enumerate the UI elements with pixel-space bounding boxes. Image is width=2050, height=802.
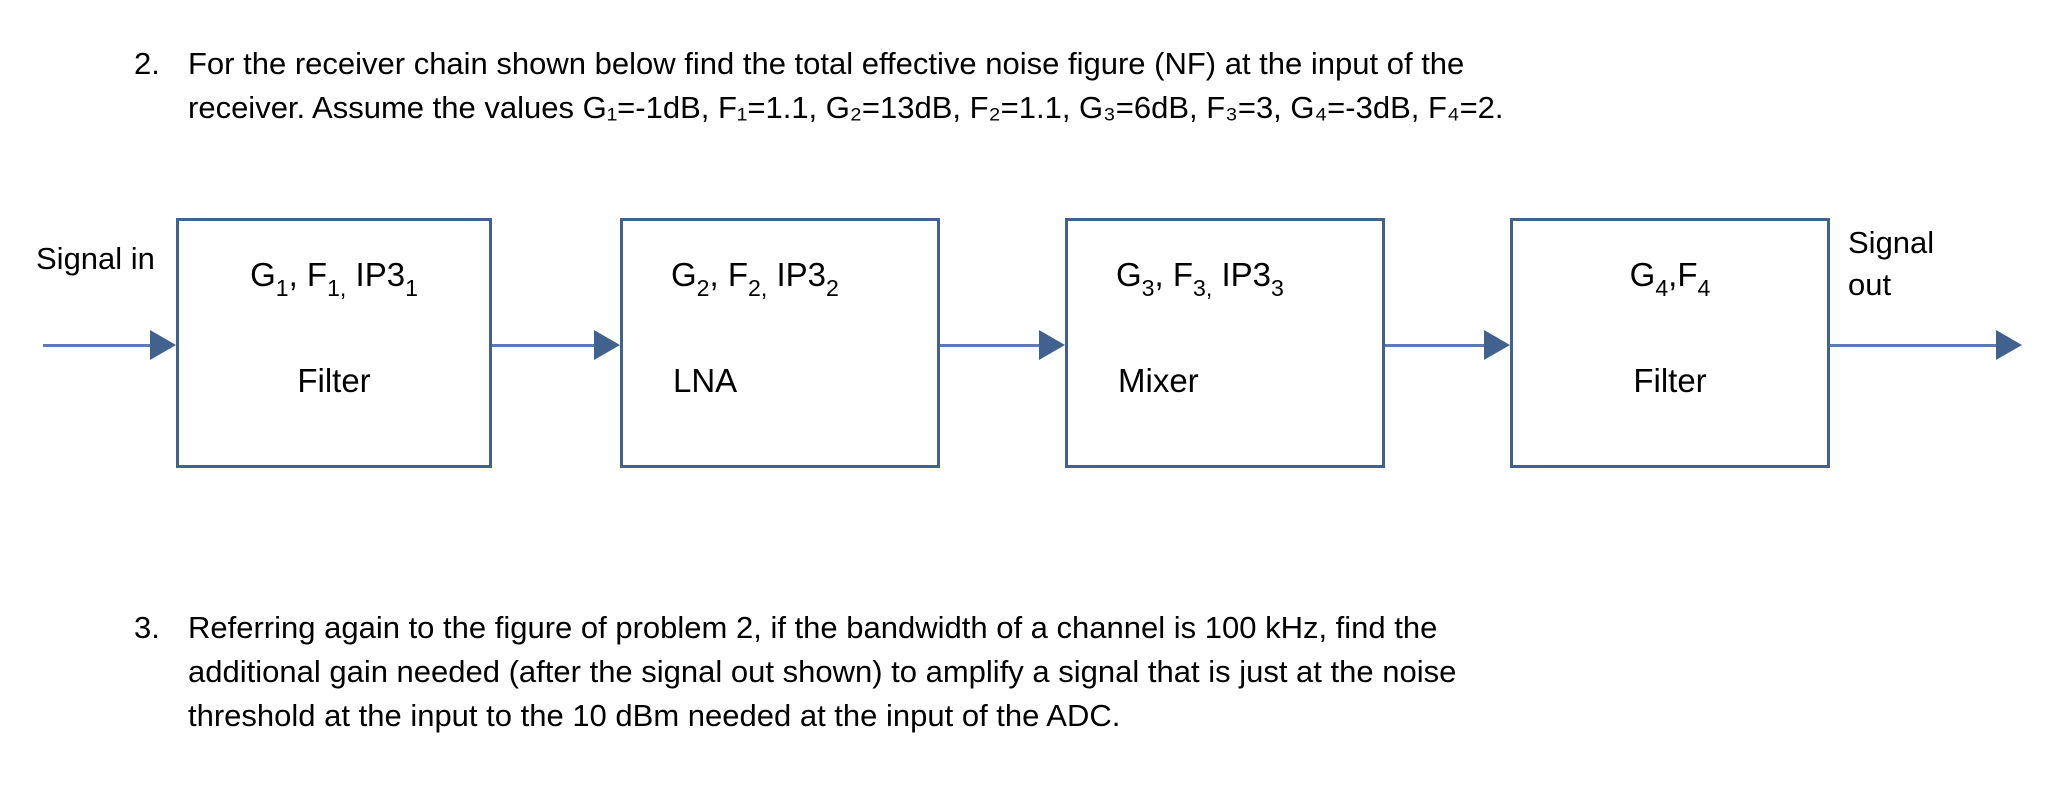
- wire-stage2-to-stage3: [940, 344, 1040, 347]
- wire-input: [43, 344, 158, 347]
- problem-2: 2. For the receiver chain shown below fi…: [134, 42, 1934, 130]
- block-mixer: G3, F3, IP33 Mixer: [1065, 218, 1385, 468]
- block-1-kind: Filter: [297, 362, 371, 399]
- wire-stage1-to-stage2: [492, 344, 596, 347]
- signal-in-label: Signal in: [36, 241, 155, 276]
- problem-3-line-2: additional gain needed (after the signal…: [188, 654, 1457, 689]
- block-1-params: G1, F1, IP31: [250, 256, 418, 301]
- signal-out-label: Signal out: [1848, 222, 1934, 306]
- problem-2-line-1: For the receiver chain shown below find …: [188, 46, 1465, 81]
- arrowhead-input: [150, 330, 176, 360]
- arrowhead-stage2-to-stage3: [1039, 330, 1065, 360]
- problem-3: 3. Referring again to the figure of prob…: [134, 606, 1934, 738]
- block-3-params: G3, F3, IP33: [1116, 256, 1284, 301]
- arrowhead-stage3-to-stage4: [1484, 330, 1510, 360]
- problem-2-number: 2.: [134, 46, 160, 81]
- arrowhead-output: [1996, 330, 2022, 360]
- signal-out-label-line-1: Signal: [1848, 225, 1935, 260]
- problem-2-line-2: receiver. Assume the values G₁=-1dB, F₁=…: [188, 90, 1504, 125]
- block-lna: G2, F2, IP32 LNA: [620, 218, 940, 468]
- block-3-kind: Mixer: [1118, 362, 1199, 399]
- block-4-kind: Filter: [1633, 362, 1707, 399]
- block-filter-2: G4,F4 Filter: [1510, 218, 1830, 468]
- wire-output: [1830, 344, 1998, 347]
- block-2-params: G2, F2, IP32: [671, 256, 839, 301]
- block-filter-1: G1, F1, IP31 Filter: [176, 218, 492, 468]
- arrowhead-stage1-to-stage2: [594, 330, 620, 360]
- wire-stage3-to-stage4: [1385, 344, 1486, 347]
- problem-3-line-3: threshold at the input to the 10 dBm nee…: [188, 698, 1121, 733]
- problem-3-line-1: Referring again to the figure of problem…: [188, 610, 1438, 645]
- signal-out-label-line-2: out: [1848, 267, 1892, 302]
- block-4-params: G4,F4: [1629, 256, 1711, 301]
- problem-3-number: 3.: [134, 610, 160, 645]
- block-2-kind: LNA: [673, 362, 738, 399]
- problem-2-body: For the receiver chain shown below find …: [188, 42, 1504, 130]
- problem-3-body: Referring again to the figure of problem…: [188, 606, 1456, 738]
